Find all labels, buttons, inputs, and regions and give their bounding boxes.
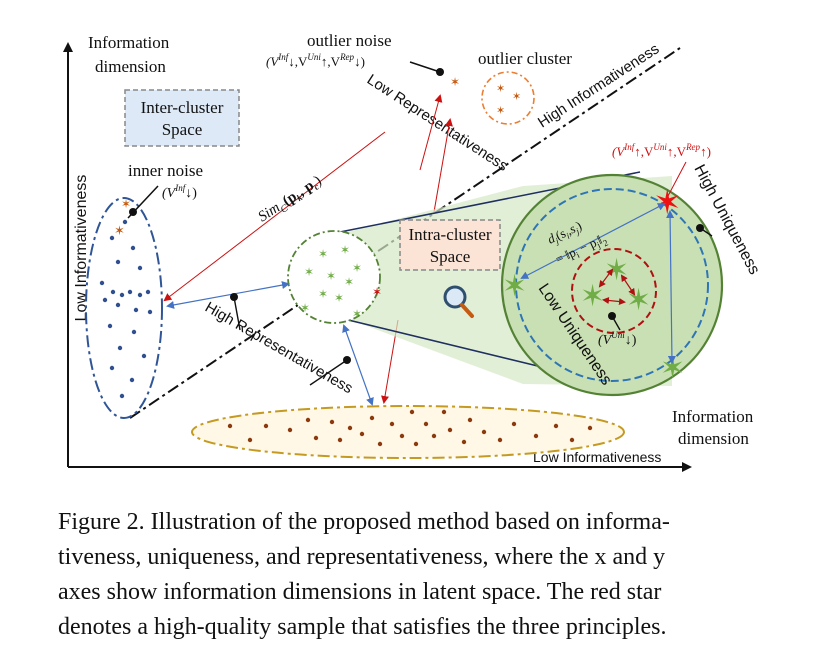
svg-text:✶: ✶ [653,185,682,222]
y-axis-title-line2: dimension [95,57,166,76]
blue-arrow-uniqueness-left [520,203,666,279]
uni-formula: (VUni↓) [598,330,637,348]
inner-noise-label: inner noise [128,161,203,180]
uni-pointer [611,315,621,331]
red-arrow-inner-1 [598,268,614,288]
high-quality-formula: (VInf↑,VUni↑,VRep↑) [612,142,711,159]
blue-arrow-left-middle [166,281,290,309]
middle-cluster-stars: ✶✶ ✶✶ ✶✶ ✶✶ ✶✶ ✶ [300,243,382,321]
svg-text:✶: ✶ [496,83,505,95]
svg-text:✶: ✶ [502,270,527,303]
svg-text:✶: ✶ [340,243,350,257]
low-representativeness-label: Low Representativeness [364,71,511,175]
outlier-cluster-circle [481,71,535,125]
intra-cluster-label-line1: Intra-cluster [408,225,491,244]
red-arrow-inner-3 [620,274,636,296]
zoomed-cluster-dashed-blue [515,188,709,382]
magnifier-icon [443,285,474,318]
svg-text:✶: ✶ [326,269,336,283]
outlier-noise-pointer [409,61,441,73]
outlier-noise-pointer-dot [436,68,444,76]
outlier-noise-label: outlier noise [307,31,392,50]
zoomed-cluster-dashed-red [571,248,657,334]
red-arrow-intra-to-outlier [433,118,453,213]
high-rep-pointer [233,296,241,331]
middle-bottom-pointer [309,359,348,386]
caption-line-2: tiveness, uniqueness, and representative… [58,544,666,570]
svg-text:✶: ✶ [626,284,651,317]
inner-noise-formula: (VInf↓) [162,183,197,201]
x-axis-title-line2: dimension [678,429,749,448]
outlier-cluster-label: outlier cluster [478,49,572,68]
outlier-noise-formula: (VInf↓,VUni↑,VRep↓) [266,52,365,69]
red-arrow-to-outlier [419,94,443,171]
high-quality-pointer [667,161,687,197]
bottom-cluster-points [227,409,593,447]
svg-text:✶: ✶ [352,307,362,321]
inner-noise-pointer-dot [129,208,137,216]
high-uni-pointer [699,227,713,237]
left-cluster-ellipse [85,197,163,419]
inner-noise-star-2: ✶ [121,197,131,211]
caption-line-3: axes show information dimensions in late… [58,579,662,605]
inter-cluster-label-line1: Inter-cluster [141,98,224,117]
red-arrow-sim-to-left [163,131,386,302]
y-axis-low-informativeness: Low Informativeness [73,175,90,322]
red-arrow-inner-2 [602,297,626,305]
blue-arrow-uniqueness-down [666,210,676,364]
left-cluster-points [99,219,153,399]
figure-caption: Figure 2. Illustration of the proposed m… [58,505,770,645]
outlier-cluster-stars: ✶ ✶ ✶ [496,83,521,117]
y-axis-title-line1: Information [88,33,170,52]
x-axis-title-line1: Information [672,407,754,426]
intra-cluster-space-box [399,219,501,271]
intra-cluster-label-line2: Space [430,247,471,266]
caption-line-1: Figure 2. Illustration of the proposed m… [58,509,670,535]
svg-text:✶: ✶ [300,301,310,315]
svg-text:✶: ✶ [304,265,314,279]
blue-arrow-middle-bottom [342,324,374,406]
svg-text:✶: ✶ [512,91,521,103]
middle-cluster-circle [287,230,381,324]
svg-text:✶: ✶ [372,285,382,299]
x-axis-low-informativeness: Low Informativeness [533,449,661,465]
bottom-cluster-ellipse [191,405,625,459]
svg-text:✶: ✶ [660,352,685,385]
svg-text:✶: ✶ [318,247,328,261]
inner-noise-star: ✶ [114,223,125,238]
zoomed-stars: ✶ ✶ ✶ ✶ ✶ ✶ [502,185,685,385]
outlier-noise-star: ✶ [450,75,460,89]
similarity-formula: SimC(pk, pc) [255,173,326,228]
svg-text:✶: ✶ [496,105,505,117]
svg-text:✶: ✶ [344,275,354,289]
svg-text:✶: ✶ [334,291,344,305]
inter-cluster-label-line2: Space [162,120,203,139]
svg-text:✶: ✶ [352,261,362,275]
svg-text:✶: ✶ [318,287,328,301]
method-illustration-figure: Information dimension Low Informativenes… [63,31,763,472]
inter-cluster-space-box [124,89,240,147]
caption-line-4: denotes a high-quality sample that satis… [58,614,667,640]
